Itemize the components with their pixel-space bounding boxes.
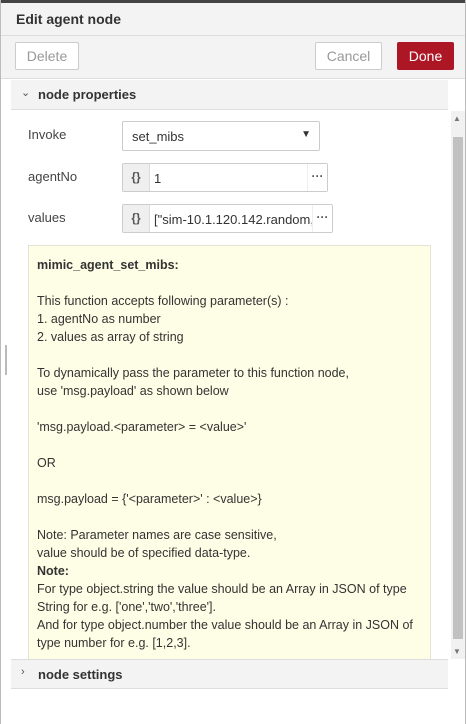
info-line: 2. values as array of string <box>37 330 184 344</box>
section-node-settings[interactable]: › node settings <box>11 659 448 689</box>
info-line: To dynamically pass the parameter to thi… <box>37 366 349 380</box>
info-line: msg.payload = {'<parameter>' : <value>} <box>37 492 262 506</box>
done-button[interactable]: Done <box>397 42 454 70</box>
resize-handle[interactable] <box>5 345 7 375</box>
values-input[interactable]: {} ["sim-10.1.120.142.random, ··· <box>122 204 333 233</box>
cancel-button[interactable]: Cancel <box>315 42 382 70</box>
invoke-select[interactable]: set_mibs ▼ <box>122 121 320 151</box>
values-label: values <box>28 210 66 225</box>
info-line: use 'msg.payload' as shown below <box>37 384 229 398</box>
scroll-down-arrow-icon[interactable]: ▼ <box>453 647 461 656</box>
agentno-input[interactable]: {} 1 ··· <box>122 163 328 192</box>
invoke-select-value: set_mibs <box>132 129 185 144</box>
chevron-down-icon: ⌄ <box>21 87 31 99</box>
invoke-label: Invoke <box>28 127 67 142</box>
tray-title: Edit agent node <box>16 11 121 27</box>
section-label: node properties <box>38 87 137 102</box>
info-line: And for type object.number the value sho… <box>37 618 417 650</box>
info-box: mimic_agent_set_mibs: This function acce… <box>28 245 431 659</box>
tray-toolbar: Delete Cancel Done <box>1 36 465 79</box>
scroll-up-arrow-icon[interactable]: ▲ <box>453 114 461 123</box>
info-line: Note: Parameter names are case sensitive… <box>37 528 277 542</box>
section-node-properties[interactable]: ⌄ node properties <box>11 80 448 110</box>
expand-icon[interactable]: ··· <box>312 205 332 232</box>
scrollbar[interactable]: ▲ ▼ <box>451 111 465 659</box>
info-note-label: Note: <box>37 564 69 578</box>
info-line: 'msg.payload.<parameter> = <value>' <box>37 420 247 434</box>
info-line: value should be of specified data-type. <box>37 546 251 560</box>
agentno-value: 1 <box>154 171 162 186</box>
agentno-label: agentNo <box>28 169 78 184</box>
info-line: OR <box>37 456 56 470</box>
tray-header: Edit agent node <box>1 3 465 36</box>
delete-button[interactable]: Delete <box>15 42 79 70</box>
top-strip <box>1 0 465 3</box>
properties-content: Invoke set_mibs ▼ agentNo {} 1 ··· value… <box>11 111 448 659</box>
values-value: ["sim-10.1.120.142.random, <box>154 212 312 227</box>
type-selector-button[interactable]: {} <box>123 164 150 191</box>
section-label: node settings <box>38 667 123 682</box>
chevron-right-icon: › <box>21 666 25 678</box>
info-title: mimic_agent_set_mibs: <box>37 258 179 272</box>
info-line: For type object.string the value should … <box>37 582 411 614</box>
info-line: 1. agentNo as number <box>37 312 161 326</box>
expand-icon[interactable]: ··· <box>307 164 327 191</box>
scrollbar-thumb[interactable] <box>453 137 463 639</box>
type-selector-button[interactable]: {} <box>123 205 150 232</box>
info-line: This function accepts following paramete… <box>37 294 289 308</box>
dropdown-arrow-icon: ▼ <box>301 129 311 140</box>
